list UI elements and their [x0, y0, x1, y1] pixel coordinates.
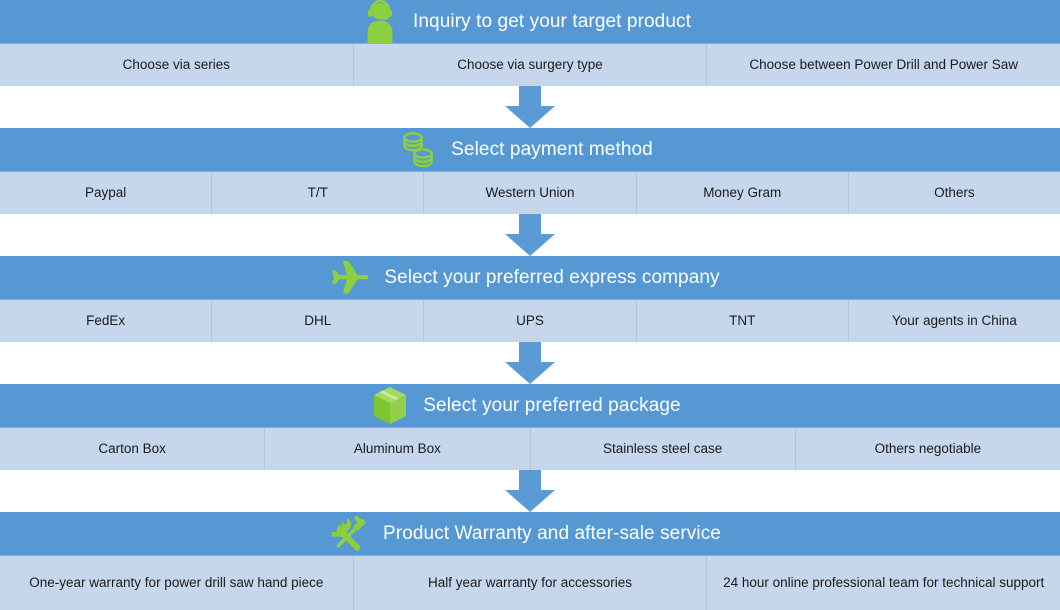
step-title: Select your preferred package	[423, 394, 681, 416]
flow-step-inquiry: Inquiry to get your target product Choos…	[0, 0, 1060, 86]
down-arrow-4	[503, 470, 557, 513]
flow-step-payment: Select payment method Paypal T/T Western…	[0, 128, 1060, 214]
hammer-wrench-icon	[327, 511, 373, 557]
step-title: Inquiry to get your target product	[413, 10, 691, 32]
option-cell[interactable]: Money Gram	[637, 172, 849, 214]
option-cell[interactable]: UPS	[424, 300, 637, 342]
option-cell[interactable]: 24 hour online professional team for tec…	[723, 575, 1045, 591]
option-cell[interactable]: TNT	[637, 300, 849, 342]
step-options-express: FedEx DHL UPS TNT Your agents in China	[0, 299, 1060, 342]
step-header-express: Select your preferred express company	[0, 256, 1060, 299]
option-cell[interactable]: Others negotiable	[874, 441, 982, 457]
coins-icon	[395, 127, 441, 173]
option-cell[interactable]: Western Union	[424, 172, 637, 214]
flow-step-package: Select your preferred package Carton Box…	[0, 384, 1060, 470]
option-cell[interactable]: Half year warranty for accessories	[354, 556, 708, 610]
step-header-warranty: Product Warranty and after-sale service	[0, 512, 1060, 555]
option-cell[interactable]: T/T	[212, 172, 425, 214]
step-options-warranty: One-year warranty for power drill saw ha…	[0, 555, 1060, 610]
headset-person-icon	[357, 0, 403, 45]
option-cell[interactable]: One-year warranty for power drill saw ha…	[0, 556, 354, 610]
option-cell[interactable]: Carton Box	[0, 428, 266, 470]
option-cell[interactable]: FedEx	[0, 300, 213, 342]
option-cell[interactable]: Choose via series	[0, 44, 354, 86]
package-box-icon	[367, 383, 413, 429]
down-arrow-1	[503, 86, 557, 129]
down-arrow-3	[503, 342, 557, 385]
option-cell[interactable]: DHL	[212, 300, 425, 342]
step-title: Select payment method	[451, 138, 653, 160]
option-cell[interactable]: Paypal	[0, 172, 213, 214]
step-header-package: Select your preferred package	[0, 384, 1060, 427]
step-header-inquiry: Inquiry to get your target product	[0, 0, 1060, 43]
down-arrow-2	[503, 214, 557, 257]
step-options-package: Carton Box Aluminum Box Stainless steel …	[0, 427, 1060, 470]
option-cell[interactable]: Your agents in China	[891, 313, 1017, 329]
option-cell[interactable]: Aluminum Box	[265, 428, 531, 470]
option-cell[interactable]: Others	[934, 185, 975, 201]
option-cell[interactable]: Stainless steel case	[531, 428, 796, 470]
option-cell[interactable]: Choose between Power Drill and Power Saw	[749, 57, 1018, 73]
step-options-payment: Paypal T/T Western Union Money Gram Othe…	[0, 171, 1060, 214]
step-header-payment: Select payment method	[0, 128, 1060, 171]
step-options-inquiry: Choose via series Choose via surgery typ…	[0, 43, 1060, 86]
option-cell[interactable]: Choose via surgery type	[354, 44, 708, 86]
flow-step-express: Select your preferred express company Fe…	[0, 256, 1060, 342]
step-title: Select your preferred express company	[384, 266, 720, 288]
step-title: Product Warranty and after-sale service	[383, 522, 721, 544]
flow-step-warranty: Product Warranty and after-sale service …	[0, 512, 1060, 610]
airplane-icon	[328, 255, 374, 301]
